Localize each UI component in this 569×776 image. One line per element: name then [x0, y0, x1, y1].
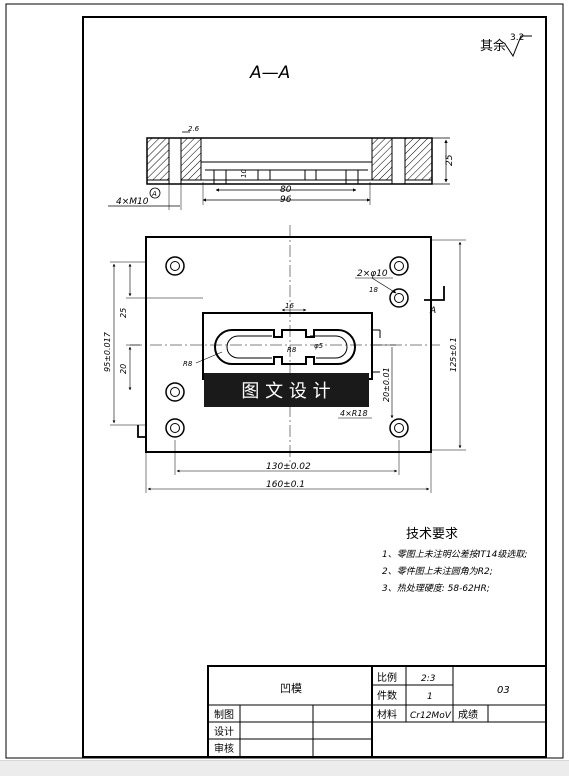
watermark-box [204, 373, 369, 407]
dim-bottom-inner: 130±0.02 [266, 462, 311, 472]
hatch-left-outer [146, 137, 170, 181]
watermark-text: 图 文 设 计 [241, 381, 330, 402]
dim-right-total: 125±0.1 [449, 337, 458, 372]
dim-right-small: 20±0.01 [382, 367, 391, 402]
score-label: 成绩 [458, 708, 478, 721]
dim-outer: 96 [280, 195, 292, 205]
section-view: 2.6 10 25 80 96 4×M10 A [108, 125, 455, 210]
surface-finish-icon [504, 35, 532, 58]
dim-inner: 80 [280, 185, 292, 195]
surface-finish-value: 3.2 [510, 33, 524, 43]
section-label: A—A [249, 63, 290, 83]
part-name: 凹模 [280, 682, 302, 695]
surface-finish: 其余 3.2 [480, 33, 532, 58]
dim-small-mid: 10 [240, 169, 248, 178]
dim-bottom-outer: 160±0.1 [266, 480, 305, 490]
dim-left-total: 95±0.017 [103, 331, 112, 372]
dim-height: 25 [445, 154, 455, 166]
dim-left-top: 25 [119, 308, 128, 318]
drawing-no: 03 [497, 685, 510, 696]
hole-top-right [389, 256, 409, 276]
scale-value: 2:3 [421, 674, 436, 684]
material-value: Cr12MoV [410, 711, 452, 721]
hole-bottom-left [165, 418, 185, 438]
surface-finish-label: 其余 [480, 38, 506, 54]
dim-r-left: R8 [183, 360, 193, 368]
dim-corner: 4×R18 [340, 409, 368, 418]
bottom-strip [0, 760, 569, 776]
plan-view: 16 R8 φ5 R8 图 文 设 计 2×φ10 18 A 95±0.017 … [103, 225, 466, 493]
hole-bottom-right [389, 418, 409, 438]
hole-pin-right [389, 288, 409, 308]
material-label: 材料 [377, 708, 397, 721]
tech-item-1: 1、零图上未注明公差按IT14级选取; [382, 549, 527, 560]
tech-item-2: 2、零件图上未注圆角为R2; [382, 566, 493, 577]
dim-left-bottom: 20 [119, 364, 128, 374]
plate-outline [145, 236, 432, 453]
punch-slot [214, 329, 356, 365]
design-label: 设计 [214, 725, 234, 738]
hole-top-left [165, 256, 185, 276]
dim-thread: 4×M10 [116, 197, 149, 207]
title-block: 凹模 比例 2:3 件数 1 03 材料 Cr12MoV 成绩 制图 设计 审核 [207, 665, 547, 758]
dim-holes: 2×φ10 [357, 269, 388, 279]
review-label: 审核 [214, 742, 234, 755]
tech-item-3: 3、热处理硬度: 58-62HR; [382, 583, 490, 594]
dim-slot-width: 16 [285, 302, 294, 310]
hatch-left-inner [180, 137, 202, 181]
draw-label: 制图 [214, 708, 234, 721]
dim-slot-phi: φ5 [314, 342, 324, 350]
datum-marker: A [151, 190, 157, 198]
qty-value: 1 [427, 692, 433, 702]
cut-label: A [429, 306, 436, 316]
dim-slot-r: R8 [287, 346, 297, 354]
tech-requirements: 技术要求 1、零图上未注明公差按IT14级选取; 2、零件图上未注圆角为R2; … [382, 527, 527, 594]
hole-pin-left [165, 382, 185, 402]
qty-label: 件数 [377, 689, 397, 702]
datum-circle [149, 187, 161, 199]
hatch-right-outer [404, 137, 433, 181]
scale-label: 比例 [377, 671, 397, 684]
dim-small-top: 2.6 [188, 125, 200, 133]
dim-hole-small: 18 [369, 286, 378, 294]
hatch-right-inner [371, 137, 393, 181]
tech-title: 技术要求 [406, 527, 458, 542]
